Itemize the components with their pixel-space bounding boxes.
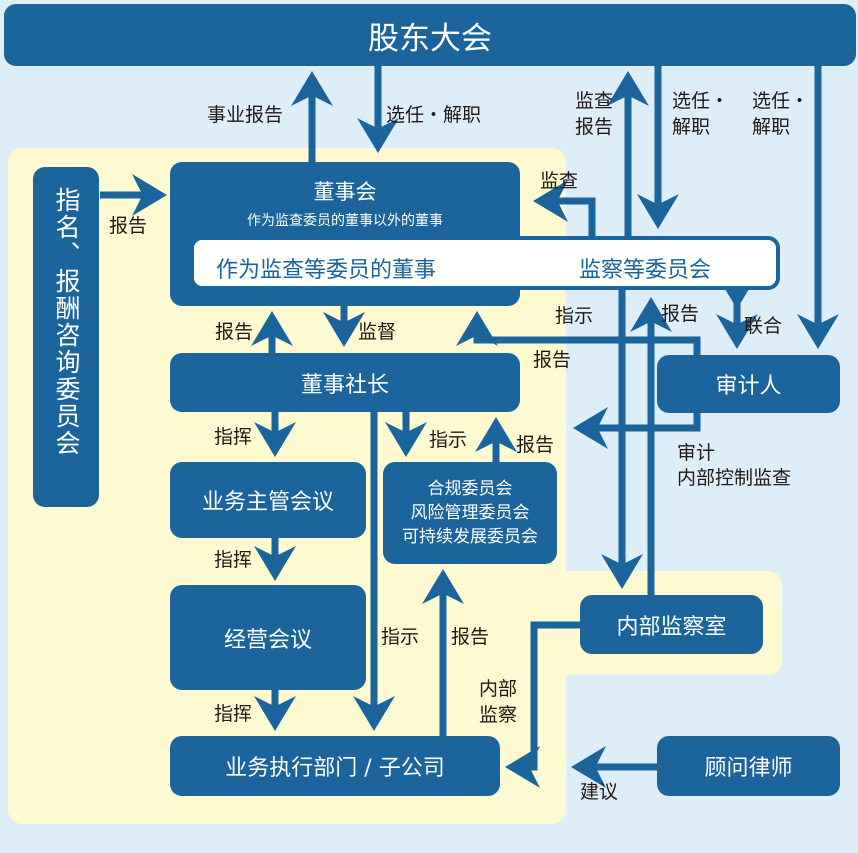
- label-instruct-units: 指示: [381, 626, 420, 648]
- business-units-box[interactable]: 业务执行部门 / 子公司: [170, 736, 500, 796]
- label-appoint-committee-2: 解职: [672, 116, 711, 138]
- president-label: 董事社长: [300, 372, 389, 398]
- arrow-auditor-scope: [573, 407, 701, 449]
- shareholders-meeting-box[interactable]: 股东大会: [4, 4, 856, 66]
- arrow-audit-check: [533, 180, 596, 236]
- audit-committee-bar[interactable]: 作为监查等委员的董事 监察等委员会: [190, 236, 780, 290]
- label-instruct-committees: 指示: [429, 429, 468, 451]
- board-title: 董事会: [313, 180, 377, 204]
- label-appoint-auditor-1: 选任・: [752, 90, 810, 112]
- label-appoint-committee-1: 选任・: [672, 90, 730, 112]
- label-internal-audit-2: 监察: [479, 704, 518, 726]
- internal-audit-office-box[interactable]: 内部监察室: [580, 595, 763, 654]
- label-internal-audit-1: 内部: [479, 678, 518, 700]
- business-units-label: 业务执行部门 / 子公司: [225, 756, 445, 781]
- label-advice: 建议: [580, 781, 619, 803]
- audit-committee-label: 监察等委员会: [579, 258, 712, 283]
- auditor-box[interactable]: 审计人: [657, 355, 840, 413]
- shareholders-meeting-label: 股东大会: [368, 20, 492, 57]
- president-box[interactable]: 董事社长: [170, 353, 520, 412]
- sustainability-committee-label: 可持续发展委员会: [402, 527, 538, 547]
- label-supervise: 监督: [358, 321, 397, 343]
- management-meeting-label: 经营会议: [223, 627, 312, 653]
- label-report-committee: 报告: [661, 303, 700, 325]
- audit-directors-label: 作为监查等委员的董事: [216, 258, 437, 283]
- label-command-3: 指挥: [214, 703, 253, 725]
- board-subtitle: 作为监查委员的董事以外的董事: [247, 213, 443, 229]
- compliance-committee-label: 合规委员会: [427, 479, 513, 499]
- nomination-committee-box[interactable]: 指名、报酬咨询委员会: [33, 167, 99, 507]
- legal-counsel-label: 顾问律师: [704, 756, 793, 781]
- label-auditor-scope-2: 内部控制监查: [677, 467, 792, 489]
- auditor-label: 审计人: [715, 374, 782, 399]
- label-auditor-scope-1: 审计: [677, 442, 716, 464]
- label-report-units: 报告: [451, 626, 490, 648]
- internal-audit-office-label: 内部监察室: [616, 614, 727, 640]
- arrow-internal-audit: [505, 621, 580, 788]
- arrow-auditor-report-board: [456, 311, 701, 355]
- label-command-2: 指挥: [214, 549, 253, 571]
- label-report-to-board: 报告: [533, 349, 572, 371]
- business-heads-meeting-label: 业务主管会议: [201, 490, 334, 515]
- management-meeting-box[interactable]: 经营会议: [170, 585, 366, 690]
- label-report-from-committees: 报告: [516, 434, 555, 456]
- label-audit-report-1: 监查: [575, 90, 614, 112]
- label-instruct-internal: 指示: [555, 305, 594, 327]
- label-audit-check: 监查: [540, 170, 579, 192]
- label-command-1: 指挥: [214, 426, 253, 448]
- label-nomination-report: 报告: [109, 215, 148, 237]
- label-audit-report-2: 报告: [575, 116, 614, 138]
- nomination-committee-label: 指名、报酬咨询委员会: [52, 187, 81, 457]
- label-coordinate: 联合: [744, 315, 783, 337]
- label-appoint-dismiss: 选任・解职: [386, 104, 482, 126]
- risk-committee-label: 风险管理委员会: [410, 503, 530, 523]
- legal-counsel-box[interactable]: 顾问律师: [657, 736, 840, 796]
- committees-box[interactable]: 合规委员会 风险管理委员会 可持续发展委员会: [383, 462, 557, 564]
- label-report-president: 报告: [215, 321, 254, 343]
- label-appoint-auditor-2: 解职: [752, 116, 791, 138]
- business-heads-meeting-box[interactable]: 业务主管会议: [170, 462, 366, 538]
- label-business-report: 事业报告: [207, 104, 284, 126]
